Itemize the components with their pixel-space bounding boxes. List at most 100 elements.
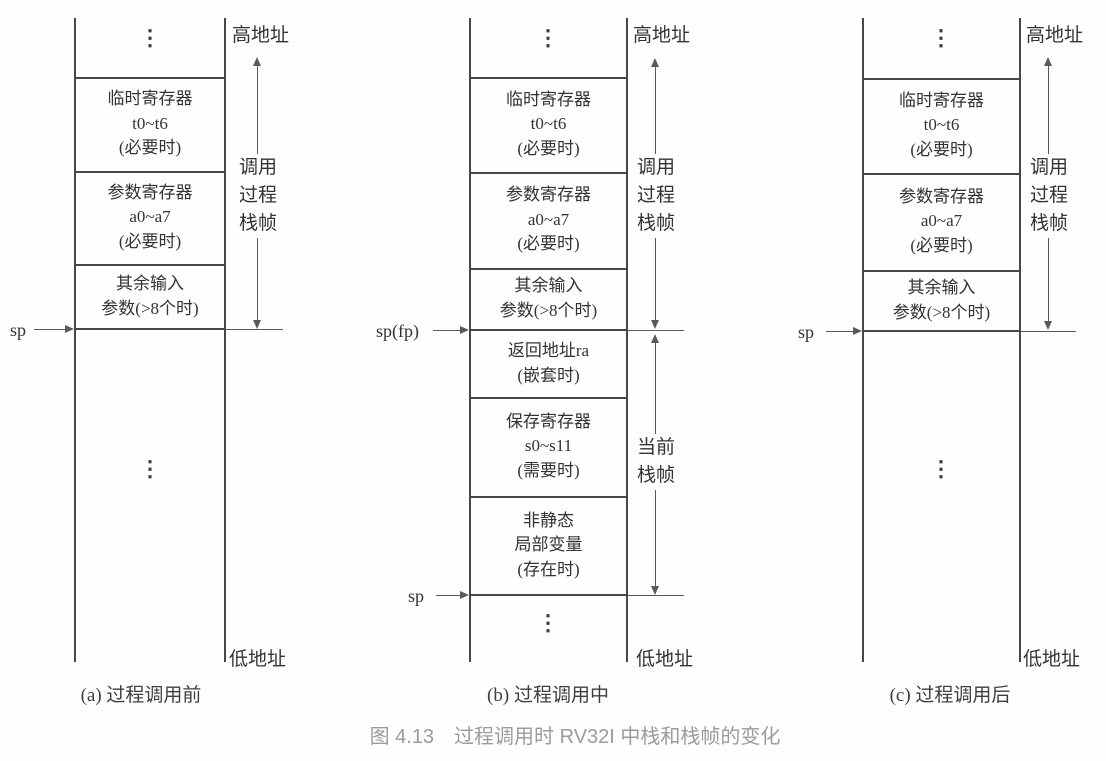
label-line: 栈帧 bbox=[238, 213, 277, 234]
sp-arrow-shaft bbox=[826, 331, 853, 332]
cell-line: (嵌套时) bbox=[517, 365, 580, 385]
arrow-right-icon bbox=[853, 327, 862, 335]
arrow-up-icon bbox=[651, 58, 659, 67]
arrow-right-icon bbox=[460, 591, 469, 599]
ellipsis-bottom: ⋮ bbox=[930, 456, 952, 481]
cell-extra-args: 其余输入 参数(>8个时) bbox=[471, 270, 626, 328]
dimension-line bbox=[655, 343, 656, 434]
cell-divider bbox=[862, 78, 1021, 80]
cell-line: 返回地址ra bbox=[507, 340, 590, 360]
cell-line: s0~s11 bbox=[524, 436, 573, 456]
cell-temp-registers: 临时寄存器 t0~t6 (必要时) bbox=[864, 80, 1019, 171]
label-line: 调用 bbox=[238, 157, 277, 178]
cell-line: (必要时) bbox=[118, 138, 182, 158]
arrow-down-icon bbox=[1044, 321, 1052, 330]
low-address-label: 低地址 bbox=[229, 649, 287, 670]
stack-right-wall bbox=[224, 18, 226, 662]
panel-caption-b: (b) 过程调用中 bbox=[487, 685, 609, 706]
stack-right-wall bbox=[626, 18, 628, 662]
cell-extra-args: 其余输入 参数(>8个时) bbox=[864, 272, 1019, 329]
dimension-line bbox=[1048, 66, 1049, 154]
cell-line: (必要时) bbox=[118, 231, 182, 251]
cell-divider bbox=[469, 496, 628, 498]
low-address-label: 低地址 bbox=[636, 649, 694, 670]
dimension-line bbox=[655, 238, 656, 320]
sp-line-extension bbox=[628, 595, 684, 596]
cell-divider bbox=[469, 172, 628, 174]
cell-line: a0~a7 bbox=[129, 207, 171, 227]
sp-pointer-label: sp bbox=[408, 586, 425, 606]
cell-line: 参数寄存器 bbox=[506, 185, 591, 205]
high-address-label: 高地址 bbox=[1026, 25, 1084, 46]
label-line: 栈帧 bbox=[1029, 213, 1068, 234]
dimension-line bbox=[655, 490, 656, 586]
ellipsis-bottom: ⋮ bbox=[139, 456, 161, 481]
panel-caption-a: (a) 过程调用前 bbox=[80, 685, 202, 706]
sp-fp-line bbox=[469, 329, 628, 331]
low-address-label: 低地址 bbox=[1023, 649, 1081, 670]
cell-line: 参数(>8个时) bbox=[101, 298, 199, 318]
label-line: 调用 bbox=[636, 157, 675, 178]
stack-left-wall bbox=[74, 18, 76, 662]
cell-line: t0~t6 bbox=[530, 114, 567, 134]
cell-line: 其余输入 bbox=[907, 277, 976, 297]
sp-pointer-label: sp bbox=[798, 322, 815, 342]
cell-line: (必要时) bbox=[910, 235, 973, 255]
cell-return-address: 返回地址ra (嵌套时) bbox=[471, 332, 626, 395]
cell-line: t0~t6 bbox=[923, 115, 960, 135]
label-line: 过程 bbox=[636, 185, 675, 206]
cell-divider bbox=[469, 268, 628, 270]
label-line: 过程 bbox=[238, 185, 277, 206]
cell-divider bbox=[862, 270, 1021, 272]
cell-extra-args: 其余输入 参数(>8个时) bbox=[76, 266, 224, 327]
dimension-line bbox=[1048, 238, 1049, 321]
cell-line: 临时寄存器 bbox=[899, 90, 984, 110]
stack-left-wall bbox=[469, 18, 471, 662]
dimension-line bbox=[655, 67, 656, 154]
cell-line: (必要时) bbox=[517, 138, 580, 158]
stack-right-wall bbox=[1019, 18, 1021, 662]
sp-line-extension bbox=[1021, 331, 1076, 332]
cell-line: (必要时) bbox=[517, 234, 580, 254]
ellipsis-top: ⋮ bbox=[537, 25, 559, 50]
sp-line bbox=[74, 328, 226, 330]
label-line: 栈帧 bbox=[636, 213, 675, 234]
cell-divider bbox=[862, 173, 1021, 175]
arrow-down-icon bbox=[253, 320, 261, 329]
cell-divider bbox=[74, 171, 226, 173]
high-address-label: 高地址 bbox=[633, 25, 691, 46]
sp-line bbox=[862, 330, 1021, 332]
cell-line: (存在时) bbox=[517, 559, 580, 579]
cell-line: 其余输入 bbox=[514, 276, 583, 296]
cell-line: 参数(>8个时) bbox=[892, 302, 991, 322]
label-line: 当前 bbox=[636, 437, 675, 458]
cell-arg-registers: 参数寄存器 a0~a7 (必要时) bbox=[864, 175, 1019, 268]
figure-caption: 图 4.13 过程调用时 RV32I 中栈和栈帧的变化 bbox=[369, 726, 781, 748]
dimension-line bbox=[257, 238, 258, 320]
label-line: 过程 bbox=[1029, 185, 1068, 206]
arrow-up-icon bbox=[1044, 57, 1052, 66]
cell-line: 保存寄存器 bbox=[506, 411, 591, 431]
ellipsis-top: ⋮ bbox=[930, 25, 952, 50]
cell-line: 参数(>8个时) bbox=[499, 301, 598, 320]
cell-line: 参数寄存器 bbox=[899, 186, 984, 206]
cell-line: (必要时) bbox=[910, 139, 973, 159]
sp-pointer-label: sp bbox=[10, 320, 27, 340]
cell-line: t0~t6 bbox=[132, 113, 168, 133]
cell-line: a0~a7 bbox=[527, 209, 570, 229]
cell-local-variables: 非静态 局部变量 (存在时) bbox=[471, 498, 626, 593]
label-line: 栈帧 bbox=[636, 465, 675, 486]
high-address-label: 高地址 bbox=[232, 25, 290, 46]
cell-divider bbox=[469, 397, 628, 399]
caller-frame-label: 调用 过程 栈帧 bbox=[232, 154, 284, 238]
arrow-down-icon bbox=[651, 320, 659, 329]
sp-arrow-shaft bbox=[436, 595, 460, 596]
cell-arg-registers: 参数寄存器 a0~a7 (必要时) bbox=[471, 174, 626, 266]
cell-line: (需要时) bbox=[517, 460, 580, 480]
stack-left-wall bbox=[862, 18, 864, 662]
cell-arg-registers: 参数寄存器 a0~a7 (必要时) bbox=[76, 173, 224, 262]
sp-fp-pointer-label: sp(fp) bbox=[376, 321, 419, 341]
arrow-down-icon bbox=[651, 586, 659, 595]
label-line: 调用 bbox=[1029, 157, 1068, 178]
